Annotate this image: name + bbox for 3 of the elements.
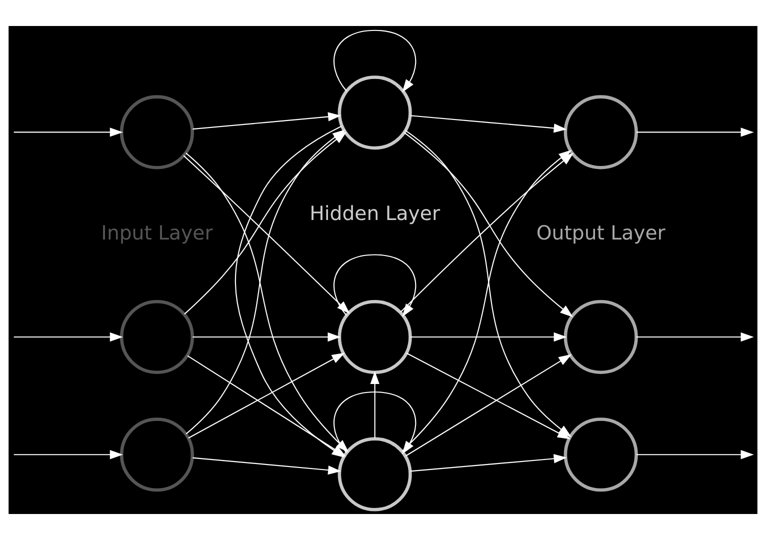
label: Output Layer xyxy=(536,221,666,244)
label: Hidden Layer xyxy=(310,202,440,225)
label: Input Layer xyxy=(101,221,213,244)
